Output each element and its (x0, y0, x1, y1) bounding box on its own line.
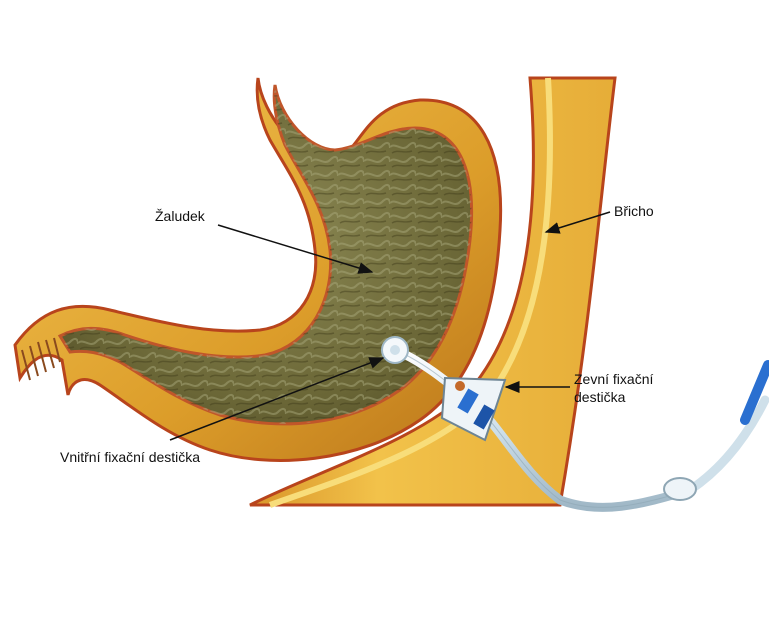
label-abdomen: Břicho (614, 202, 654, 220)
label-external-plate: Zevní fixační destička (574, 370, 653, 406)
label-external-plate-line2: destička (574, 388, 653, 406)
internal-fixation-plate (382, 337, 408, 363)
tube-extension (690, 400, 765, 490)
label-stomach: Žaludek (155, 207, 205, 225)
tube-clamp (664, 478, 696, 500)
label-external-plate-line1: Zevní fixační (574, 370, 653, 388)
label-internal-plate: Vnitřní fixační destička (60, 448, 200, 466)
